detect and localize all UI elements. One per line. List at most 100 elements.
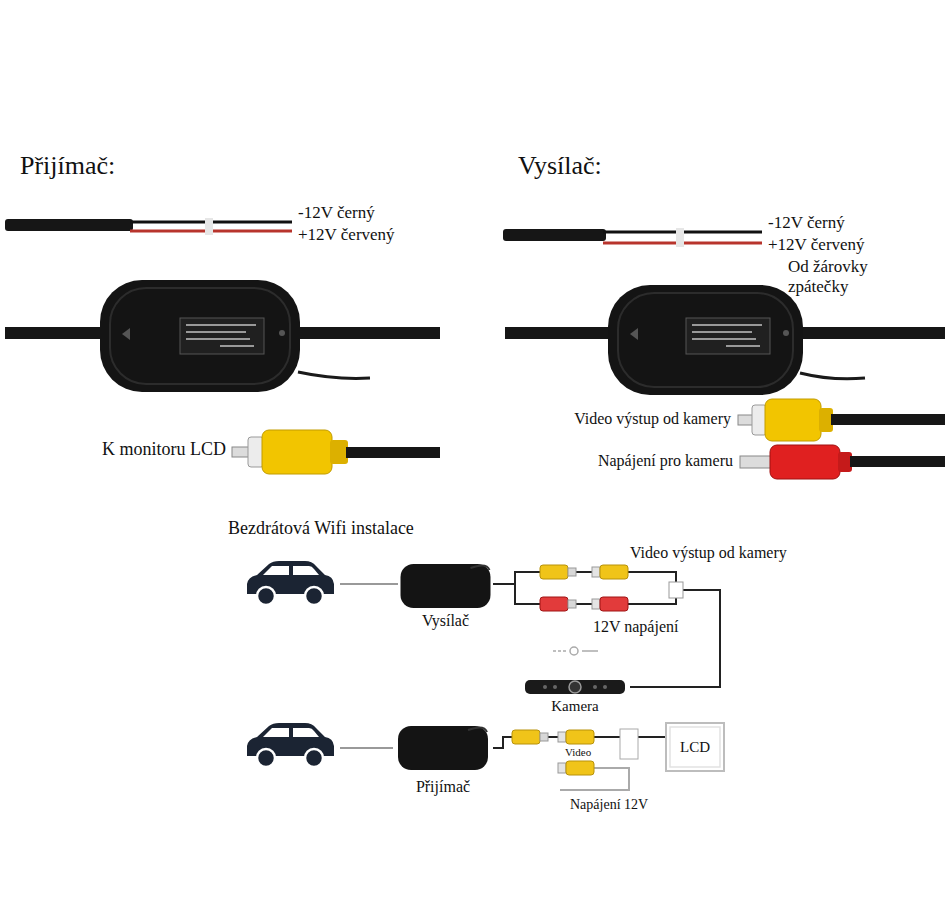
diagram-heading: Bezdrátová Wifi instalace (228, 518, 414, 540)
rca-yellow-body (765, 399, 821, 441)
device-label: Kamera (520, 697, 630, 715)
rca-socket (558, 732, 566, 742)
car-icon (247, 561, 334, 605)
wire-symbol (570, 647, 578, 655)
text-holder: Kamera (520, 670, 630, 715)
wire-label: +12V červený (768, 235, 865, 255)
car-line (340, 583, 398, 585)
rca-tip (568, 568, 576, 576)
antenna (298, 372, 370, 378)
connector-label: K monitoru LCD (102, 439, 226, 461)
connector-label: Video výstup od kamery (630, 543, 787, 562)
cable (346, 447, 440, 458)
text-holder: LCD (680, 738, 710, 756)
antenna (468, 727, 487, 732)
transmitter-edge (618, 293, 793, 387)
rca-tip (232, 447, 250, 457)
rca-tip (540, 733, 548, 741)
rca-socket (592, 567, 600, 577)
wire-connector (493, 572, 720, 687)
marker (279, 330, 285, 336)
car-icon (247, 723, 334, 767)
plate-print (692, 338, 756, 340)
connector-label: 12V napájení (593, 617, 678, 636)
camera-lens (569, 681, 581, 693)
wire-symbol (582, 650, 598, 652)
cable-junction (669, 582, 683, 598)
rca-socket (558, 763, 566, 773)
rca-yellow-socket (566, 761, 594, 775)
device-body (401, 564, 491, 608)
plate-print (186, 324, 256, 326)
device-label: Přijímač (393, 777, 493, 796)
plate-print (692, 331, 752, 333)
camera-device: Kamera (520, 670, 630, 718)
wire-symbol (553, 650, 566, 652)
dc-plug-body (770, 445, 840, 479)
marker (630, 328, 638, 340)
receiver-edge (110, 288, 290, 384)
wire-label: -12V černý (298, 203, 375, 223)
antenna (471, 565, 490, 570)
dc-socket (592, 599, 600, 609)
rca-yellow-socket (600, 565, 628, 579)
cable (5, 327, 105, 339)
rca-boot (330, 440, 348, 464)
camera-bar (525, 680, 625, 694)
dc-tip (568, 600, 576, 608)
screen-edge (670, 727, 720, 767)
device-body (398, 726, 488, 770)
cable (292, 327, 440, 339)
transmitter-device: Vysílač (398, 560, 493, 634)
plate-print (186, 331, 246, 333)
wire-label: -12V černý (768, 213, 845, 233)
power-cable (503, 229, 606, 241)
marker (122, 328, 130, 340)
lcd-monitor: LCD (665, 722, 725, 772)
rca-yellow-plug (540, 565, 568, 579)
cable (850, 456, 945, 467)
camera-led (603, 685, 607, 689)
car-line (340, 747, 393, 749)
camera-led (593, 685, 597, 689)
dc-plug-boot (838, 452, 852, 472)
wire-sleeve (676, 228, 684, 247)
rca-yellow-body (262, 430, 332, 474)
connector-label: Video výstup od kamery (574, 409, 731, 428)
wire-note: Od žárovky zpátečky (788, 257, 888, 298)
label-plate (686, 318, 770, 354)
receiver-device: Přijímač (393, 722, 493, 800)
connector-label: Napájení pro kameru (598, 451, 733, 470)
rca-yellow-socket (566, 730, 594, 744)
connector-label: Video (565, 746, 591, 759)
dc-plug-tip (740, 456, 772, 468)
camera-led (553, 685, 557, 689)
plate-print (186, 338, 250, 340)
dc-red-socket (600, 597, 628, 611)
plate-print (726, 345, 760, 347)
device-label: LCD (680, 738, 710, 756)
transmitter-body (608, 285, 803, 395)
camera-led (543, 685, 547, 689)
wire-label: +12V červený (298, 225, 395, 245)
cable (831, 414, 945, 425)
antenna (800, 373, 865, 379)
connector-label: Napájení 12V (570, 797, 648, 814)
label-plate (180, 318, 264, 354)
plate-print (220, 345, 254, 347)
cable-junction (620, 729, 638, 759)
rca-boot (819, 408, 833, 432)
text-holder: Přijímač (393, 722, 493, 796)
power-cable (5, 219, 133, 231)
cable (505, 327, 615, 339)
plate-print (692, 324, 762, 326)
wire-sleeve (205, 218, 213, 235)
cable (795, 327, 945, 339)
section-heading: Přijímač: (20, 150, 115, 181)
section-heading: Vysílač: (518, 150, 602, 181)
receiver-body (100, 280, 300, 392)
dc-red-plug (540, 597, 568, 611)
marker (783, 330, 789, 336)
device-label: Vysílač (398, 611, 493, 630)
